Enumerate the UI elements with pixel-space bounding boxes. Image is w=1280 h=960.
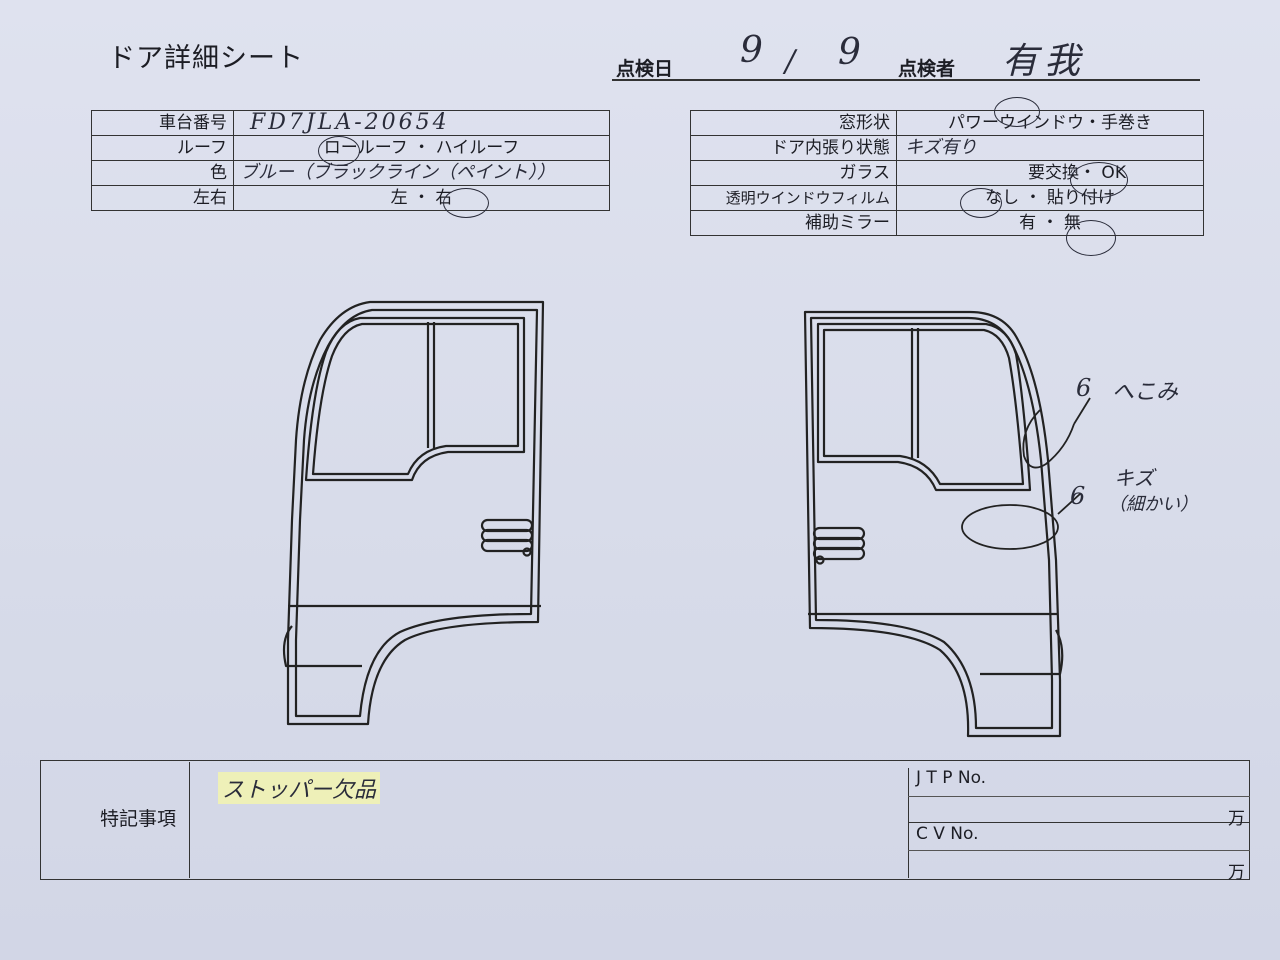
- table-row: 左右 左 ・ 右: [91, 185, 610, 211]
- left-window-outer: [304, 316, 526, 482]
- date-day: 9: [838, 32, 861, 73]
- right-door-inner-outline: [809, 316, 1054, 730]
- notes-text: ストッパー欠品: [218, 772, 381, 804]
- right-door-outline: [803, 310, 1062, 738]
- page-title: ドア詳細シート: [108, 43, 304, 74]
- left-door-inner-outline: [294, 308, 539, 718]
- left-door-lower-fold: [282, 625, 362, 668]
- roof-selection-circle: [318, 136, 360, 166]
- table-row: ルーフ ロールーフ ・ ハイルーフ: [91, 135, 610, 161]
- cv-number-label: C V No.: [916, 824, 979, 844]
- side-value: 左 ・ 右: [233, 185, 610, 211]
- tint-selection-circle: [960, 188, 1002, 218]
- cv-unit: 万: [1228, 863, 1245, 883]
- date-label: 点検日: [616, 58, 674, 80]
- scratch-leader-line: [1057, 493, 1081, 515]
- right-window-outer: [816, 322, 1032, 492]
- aux-mirror-value: 有 ・ 無: [896, 210, 1204, 236]
- window-type-label: 窓形状: [690, 110, 897, 136]
- table-row: ドア内張り状態 キズ有り: [690, 135, 1204, 161]
- inspector-label: 点検者: [898, 58, 956, 80]
- table-row: ガラス 要交換・ OK: [690, 160, 1204, 186]
- number-box-separator: [908, 822, 1250, 823]
- side-selection-circle: [443, 188, 489, 218]
- date-month: 9: [740, 30, 763, 71]
- tint-film-value: なし ・ 貼り付け: [896, 185, 1204, 211]
- roof-value: ロールーフ ・ ハイルーフ: [233, 135, 610, 161]
- cv-underline: [908, 850, 1250, 851]
- window-type-selection-circle: [994, 97, 1040, 127]
- dent-mark-circle: [1022, 409, 1075, 469]
- jtp-number-label: J T P No.: [916, 768, 987, 788]
- number-box-divider: [908, 768, 909, 878]
- right-door-handle: [812, 526, 866, 565]
- glass-label: ガラス: [690, 160, 897, 186]
- dent-number: 6: [1076, 374, 1092, 402]
- tint-film-label: 透明ウインドウフィルム: [690, 185, 897, 211]
- scratch-number: 6: [1070, 482, 1086, 510]
- header-underline: [612, 79, 1200, 81]
- jtp-underline: [908, 796, 1250, 797]
- scratch-label: キズ: [1114, 466, 1154, 490]
- date-separator: /: [785, 44, 796, 79]
- door-condition-table: 窓形状 パワーウインドウ・手巻き ドア内張り状態 キズ有り ガラス 要交換・ O…: [690, 110, 1204, 236]
- left-door-handle: [480, 518, 534, 557]
- scratch-detail: （細かい）: [1108, 494, 1198, 515]
- trim-condition-label: ドア内張り状態: [690, 135, 897, 161]
- mirror-selection-circle: [1066, 220, 1116, 256]
- dent-leader-line: [1073, 397, 1091, 425]
- glass-selection-circle: [1070, 162, 1128, 198]
- left-door-outline: [286, 300, 545, 726]
- right-window-inner: [822, 328, 1025, 486]
- dent-label: へこみ: [1112, 380, 1179, 405]
- notes-label: 特記事項: [100, 808, 177, 830]
- scratch-mark-circle: [961, 504, 1059, 550]
- table-row: 補助ミラー 有 ・ 無: [690, 210, 1204, 236]
- aux-mirror-label: 補助ミラー: [690, 210, 897, 236]
- notes-divider: [189, 762, 190, 878]
- side-label: 左右: [91, 185, 234, 211]
- right-door-lower-fold: [980, 629, 1064, 676]
- color-value: ブルー（ブラックライン（ペイント））: [233, 160, 610, 186]
- jtp-unit: 万: [1228, 809, 1245, 829]
- table-row: 透明ウインドウフィルム なし ・ 貼り付け: [690, 185, 1204, 211]
- table-row: 色 ブルー（ブラックライン（ペイント））: [91, 160, 610, 186]
- vehicle-info-table: 車台番号 FD7JLA-20654 ルーフ ロールーフ ・ ハイルーフ 色 ブル…: [91, 110, 610, 211]
- left-window-inner: [311, 322, 520, 476]
- inspector-value: 有我: [1002, 41, 1087, 82]
- notes-section: [40, 760, 1250, 880]
- table-row: 車台番号 FD7JLA-20654: [91, 110, 610, 136]
- chassis-number-label: 車台番号: [91, 110, 234, 136]
